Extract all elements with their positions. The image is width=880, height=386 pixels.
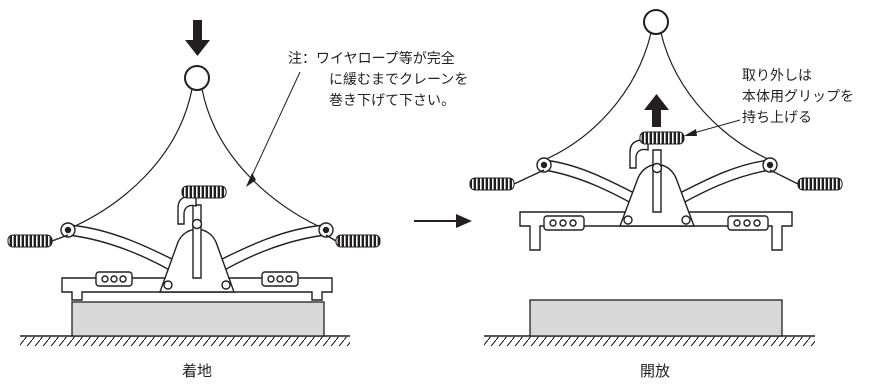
body-grip-right bbox=[639, 131, 685, 145]
release-scene: 取り外しは 本体用グリップを 持ち上げる 開放 bbox=[469, 9, 854, 380]
release-note-line-2: 本体用グリップを bbox=[742, 89, 854, 105]
landing-scene: 注：ワイヤロープ等が完全 に緩むまでクレーンを 巻き下げて下さい。 着地 bbox=[7, 20, 468, 380]
release-note-line-1: 取り外しは bbox=[742, 68, 812, 84]
up-arrow bbox=[644, 94, 669, 127]
arm-grip-right-outer-right bbox=[797, 177, 843, 191]
note-leader-right bbox=[689, 119, 741, 135]
hook-ring-right bbox=[643, 9, 669, 35]
clamp-body-left bbox=[60, 195, 334, 301]
note-line-2: に緩むまでクレーンを bbox=[329, 72, 468, 88]
caption-release: 開放 bbox=[640, 362, 670, 380]
transition-arrow bbox=[414, 214, 472, 228]
arm-grip-left-outer bbox=[7, 234, 53, 248]
note-line-3: 巻き下げて下さい。 bbox=[329, 93, 455, 109]
caption-landing: 着地 bbox=[182, 362, 212, 380]
arm-grip-right-outer bbox=[335, 234, 381, 248]
lever-grip-left bbox=[181, 185, 227, 199]
ground-right bbox=[484, 335, 815, 346]
release-note-line-3: 持ち上げる bbox=[742, 110, 812, 126]
ground-left bbox=[20, 335, 350, 346]
down-arrow bbox=[185, 20, 210, 56]
clamp-body-right bbox=[519, 139, 793, 251]
note-leader-left bbox=[249, 71, 301, 181]
wire-rope-left bbox=[74, 88, 319, 227]
wire-rope-right bbox=[543, 32, 771, 161]
hook-ring-left bbox=[184, 65, 210, 91]
note-line-1: 注：ワイヤロープ等が完全 bbox=[288, 50, 455, 67]
workpiece-block-left bbox=[71, 301, 325, 337]
arm-grip-left-outer-right bbox=[469, 177, 515, 191]
workpiece-block-right bbox=[529, 299, 783, 337]
